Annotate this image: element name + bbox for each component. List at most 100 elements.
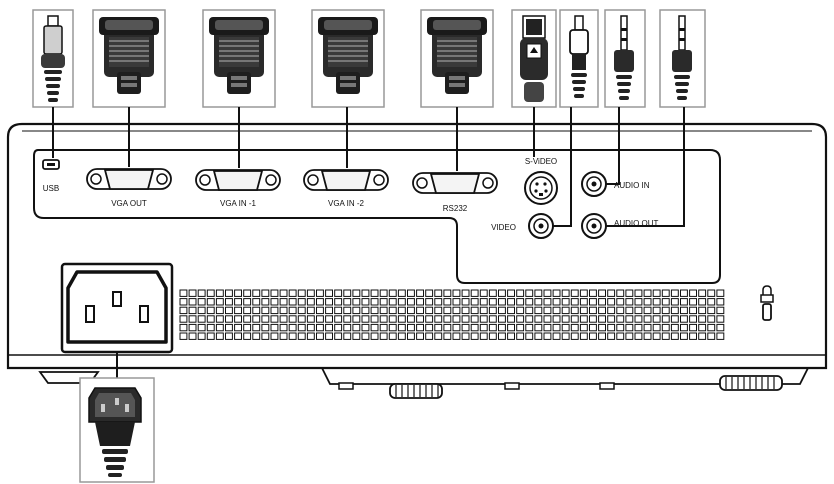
- vent-slot: [243, 332, 252, 340]
- video-port[interactable]: [528, 213, 554, 239]
- vent-slot: [316, 332, 324, 340]
- vent-slot: [215, 306, 224, 315]
- vent-slot: [316, 306, 324, 315]
- vga-in-2-port[interactable]: [303, 169, 389, 191]
- power-socket-icon[interactable]: [60, 262, 174, 354]
- vent-slot: [261, 315, 270, 323]
- vent-slot: [561, 306, 570, 315]
- vent-slot: [552, 332, 561, 340]
- vent-slot: [379, 289, 388, 297]
- vent-slot: [589, 315, 597, 323]
- vent-slot: [397, 289, 406, 297]
- usb-port[interactable]: [42, 159, 60, 170]
- vent-slot: [234, 315, 243, 323]
- vent-slot: [561, 315, 570, 323]
- vent-slot: [452, 298, 461, 306]
- vga-out-port[interactable]: [86, 168, 172, 190]
- vent-slot: [589, 323, 597, 332]
- vent-slot: [616, 289, 625, 297]
- vent-slot: [525, 332, 534, 340]
- vent-slot: [306, 298, 315, 306]
- vent-slot: [488, 306, 497, 315]
- vent-slot: [434, 315, 443, 323]
- vent-slot: [707, 315, 716, 323]
- s-video-plug-icon: [520, 15, 548, 102]
- vent-slot: [334, 306, 343, 315]
- vent-slot: [470, 289, 479, 297]
- vent-slot: [634, 332, 643, 340]
- vent-slot: [297, 306, 306, 315]
- vent-slot: [288, 306, 297, 315]
- audio-in-port[interactable]: [581, 171, 607, 197]
- vent-slot: [552, 323, 561, 332]
- vent-slot: [507, 315, 516, 323]
- vent-slot: [652, 323, 661, 332]
- vent-slot: [288, 315, 297, 323]
- vent-slot: [461, 298, 470, 306]
- vent-slot: [397, 323, 406, 332]
- vent-slot: [616, 306, 625, 315]
- vent-slot: [470, 315, 479, 323]
- vent-slot: [297, 323, 306, 332]
- vent-slot: [261, 306, 270, 315]
- vent-slot: [589, 332, 597, 340]
- vent-slot: [579, 323, 588, 332]
- vent-slot: [325, 332, 334, 340]
- vent-slot: [680, 315, 688, 323]
- vent-slot: [325, 298, 334, 306]
- vent-slot: [498, 306, 506, 315]
- vent-slot: [680, 332, 688, 340]
- vent-slot: [452, 289, 461, 297]
- vent-slot: [607, 332, 616, 340]
- vent-slot: [689, 332, 697, 340]
- s-video-port[interactable]: [524, 171, 558, 205]
- vent-slot: [361, 323, 370, 332]
- rs232-port[interactable]: [412, 172, 498, 194]
- vent-slot: [525, 289, 534, 297]
- vent-slot: [261, 298, 270, 306]
- vent-slot: [507, 289, 516, 297]
- vent-slot: [461, 289, 470, 297]
- vent-slot: [570, 306, 579, 315]
- vent-slot: [197, 298, 206, 306]
- vent-slot: [716, 306, 725, 315]
- vent-slot: [680, 323, 688, 332]
- audio-in-label: AUDIO IN: [614, 181, 650, 190]
- vent-slot: [625, 298, 634, 306]
- vent-slot: [598, 332, 606, 340]
- s-video-label: S-ViDEO: [525, 157, 557, 166]
- vent-slot: [407, 298, 415, 306]
- vent-slot: [407, 323, 415, 332]
- vent-slot: [552, 298, 561, 306]
- vent-slot: [252, 289, 261, 297]
- vent-slot: [288, 332, 297, 340]
- vent-slot: [243, 298, 252, 306]
- vent-slot: [188, 332, 197, 340]
- vent-slot: [234, 298, 243, 306]
- vent-slot: [425, 323, 434, 332]
- vent-slot: [516, 306, 525, 315]
- vent-slot: [252, 306, 261, 315]
- vent-slot: [188, 289, 197, 297]
- vent-slot: [479, 306, 488, 315]
- vga-in-1-port[interactable]: [195, 169, 281, 191]
- vent-slot: [197, 306, 206, 315]
- vent-slot: [589, 289, 597, 297]
- vent-slot: [407, 315, 415, 323]
- vent-slot: [716, 323, 725, 332]
- vent-slot: [306, 323, 315, 332]
- vent-slot: [698, 323, 707, 332]
- vent-slot: [625, 332, 634, 340]
- vent-slot: [416, 332, 425, 340]
- vent-slot: [652, 306, 661, 315]
- vent-slot: [689, 315, 697, 323]
- vent-slot: [361, 298, 370, 306]
- audio-out-port[interactable]: [581, 213, 607, 239]
- vent-slot: [589, 306, 597, 315]
- rs232-label: RS232: [443, 204, 468, 213]
- projector-feet: [38, 367, 810, 399]
- vent-slot: [288, 323, 297, 332]
- vent-slot: [552, 289, 561, 297]
- vent-slot: [325, 289, 334, 297]
- usb-plug-icon: [41, 15, 65, 102]
